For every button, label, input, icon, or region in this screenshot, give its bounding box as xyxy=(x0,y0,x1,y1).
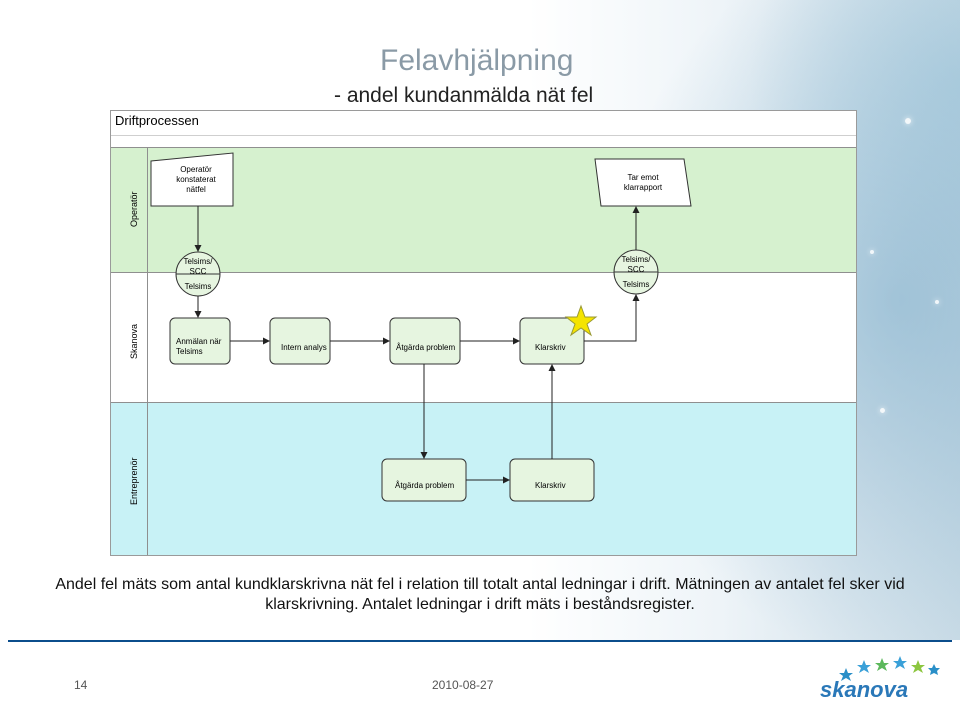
close-entre-box xyxy=(509,458,595,502)
node-telsims-right: Telsims xyxy=(622,280,650,289)
receive-report-shape xyxy=(594,158,692,207)
operator-report-shape xyxy=(150,152,234,207)
fiber-light xyxy=(935,300,939,304)
lane-skanova xyxy=(111,272,856,402)
footer-divider xyxy=(8,640,952,642)
fiber-light xyxy=(905,118,911,124)
slide-title: Felavhjälpning xyxy=(380,44,574,77)
fiber-light xyxy=(870,250,874,254)
node-intern-analys: Intern analys xyxy=(281,343,327,352)
node-receives-report: Tar emot klarrapport xyxy=(623,173,663,192)
node-telsims-scc-right: Telsims/ SCC xyxy=(621,255,651,274)
fix-problem-entre-box xyxy=(381,458,467,502)
star-icon xyxy=(564,304,598,337)
node-telsims-left: Telsims xyxy=(184,282,212,291)
skanova-logo: skanova xyxy=(820,677,909,702)
lane-label-column-divider xyxy=(147,147,148,555)
slide-caption: Andel fel mäts som antal kundklarskrivna… xyxy=(55,576,905,613)
fiber-light xyxy=(880,408,885,413)
node-report-telsims: Anmälan när Telsims xyxy=(176,337,222,356)
intern-analys-box xyxy=(269,317,331,365)
page-number: 14 xyxy=(74,678,88,692)
node-close-entre: Klarskriv xyxy=(535,481,566,490)
slide-date: 2010-08-27 xyxy=(432,678,494,692)
node-operator-reports: Operatör konstaterat nätfel xyxy=(176,165,216,194)
process-diagram: Driftprocessen Operatör Skanova Entrepre… xyxy=(110,110,857,556)
lane-divider xyxy=(111,147,856,148)
diagram-header: Driftprocessen xyxy=(115,113,199,128)
node-telsims-scc-left: Telsims/ SCC xyxy=(183,257,213,276)
lane-entreprenor xyxy=(111,402,856,555)
fix-problem-box xyxy=(389,317,461,365)
flow-graphics xyxy=(150,152,692,502)
header-divider xyxy=(111,135,856,136)
node-fix-problem: Åtgärda problem xyxy=(396,343,456,352)
node-fix-problem-entre: Åtgärda problem xyxy=(395,481,455,490)
lane-divider xyxy=(111,272,856,273)
node-close: Klarskriv xyxy=(535,343,566,352)
slide-subtitle: - andel kundanmälda nät fel xyxy=(334,84,594,107)
lane-divider xyxy=(111,402,856,403)
lane-operator xyxy=(111,147,856,272)
logo-stars-icon xyxy=(839,656,940,681)
